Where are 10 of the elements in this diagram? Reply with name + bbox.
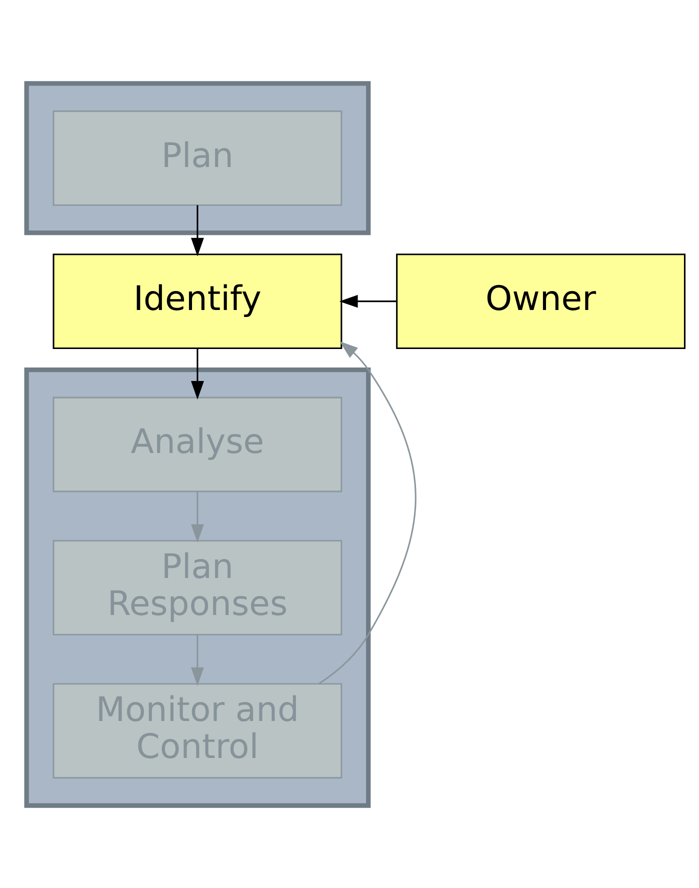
- node-box: Identify: [52, 253, 342, 349]
- arrow: [191, 491, 204, 542]
- arrow: [191, 204, 204, 256]
- node-box: Owner: [396, 253, 686, 349]
- arrow: [191, 634, 204, 686]
- arrow: [191, 348, 204, 400]
- cluster: [24, 367, 371, 808]
- arrow: [318, 340, 416, 684]
- arrow: [339, 294, 396, 308]
- cluster: [24, 80, 371, 235]
